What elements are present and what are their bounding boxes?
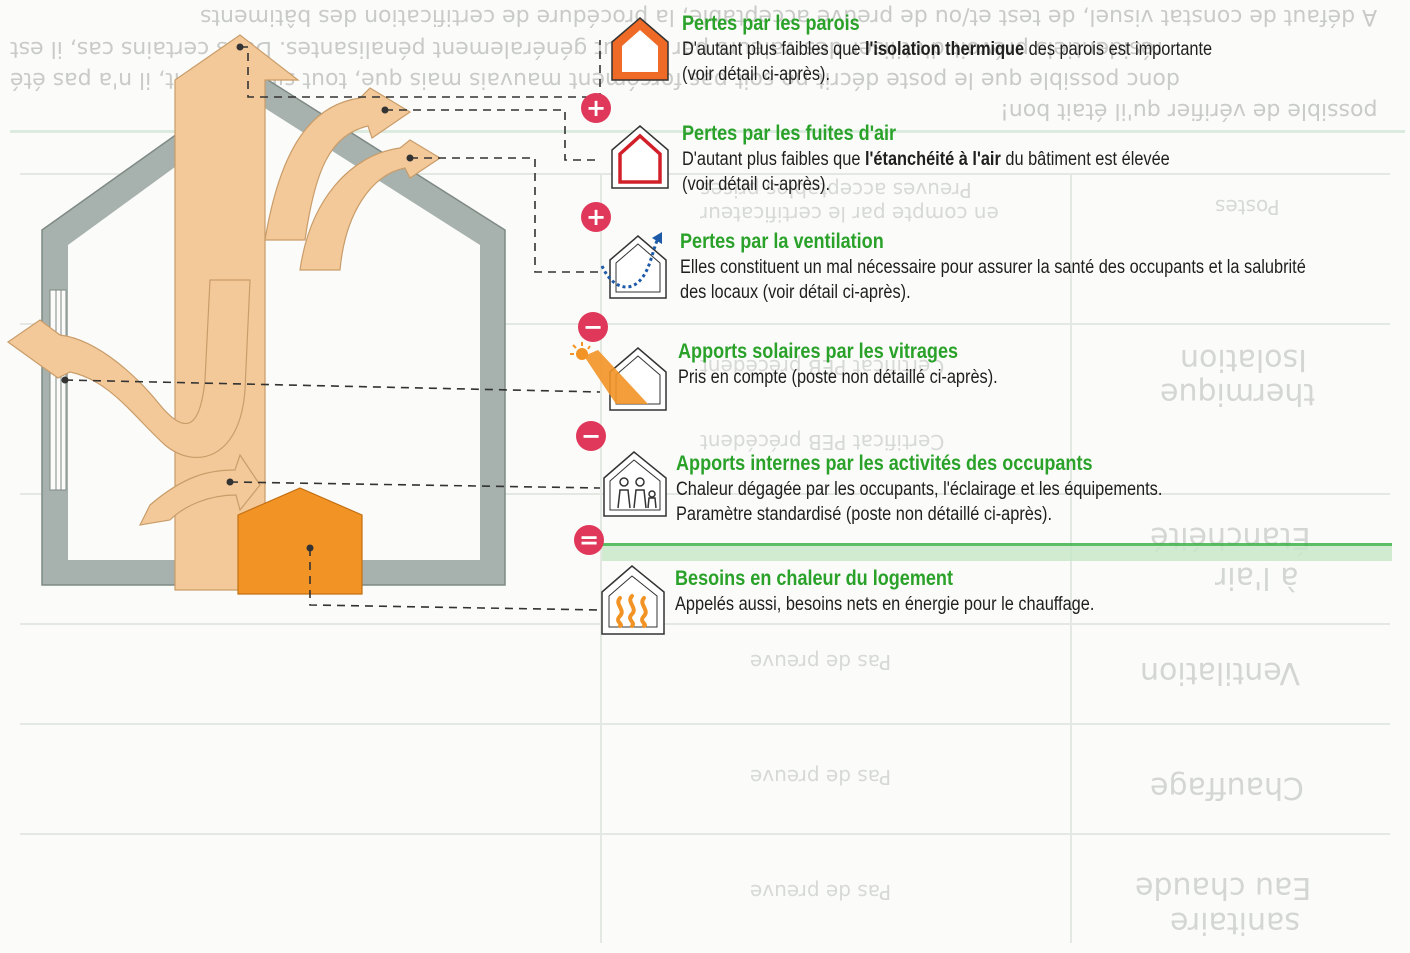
item-description-line2: des locaux (voir détail ci-après). <box>680 281 911 303</box>
desc-part: du bâtiment est élevée <box>1000 149 1170 171</box>
desc-emphasis: l'étanchéité à l'air <box>864 149 1001 171</box>
balance-separator-bar <box>602 543 1392 561</box>
heating-needs-block <box>237 487 363 595</box>
item-title: Besoins en chaleur du logement <box>675 567 953 590</box>
heat-flows <box>6 34 442 591</box>
item-description: D'autant plus faibles que l'isolation th… <box>682 39 1212 61</box>
item-description: Elles constituent un mal nécessaire pour… <box>680 257 1306 279</box>
desc-part: D'autant plus faibles que <box>682 149 865 171</box>
item-description: Pris en compte (poste non détaillé ci-ap… <box>678 367 998 389</box>
house-solar-icon <box>570 342 667 411</box>
item-title: Pertes par les fuites d'air <box>682 122 897 145</box>
item-solar-gains: Apports solaires par les vitrages Pris e… <box>678 340 1050 389</box>
plus-sign-1: + <box>581 93 611 123</box>
item-title: Pertes par la ventilation <box>680 230 884 253</box>
item-description: Appelés aussi, besoins nets en énergie p… <box>675 594 1095 616</box>
item-description-line2: Paramètre standardisé (poste non détaill… <box>676 503 1053 525</box>
item-ventilation-losses: Pertes par la ventilation Elles constitu… <box>680 230 1408 304</box>
item-internal-gains: Apports internes par les activités des o… <box>676 452 1242 526</box>
desc-part: D'autant plus faibles que <box>682 39 865 61</box>
house-heating-icon <box>601 565 665 635</box>
item-description-line2: (voir détail ci-après). <box>682 173 831 195</box>
item-title: Pertes par les parois <box>682 12 860 35</box>
item-description-line2: (voir détail ci-après). <box>682 63 831 85</box>
house-thick-wall-icon <box>611 17 669 81</box>
desc-emphasis: l'isolation thermique <box>864 39 1025 61</box>
house-occupants-icon <box>603 451 667 517</box>
house-airtight-icon <box>611 125 669 189</box>
desc-part: des parois est importante <box>1024 39 1213 61</box>
item-description: D'autant plus faibles que l'étanchéité à… <box>682 149 1170 171</box>
item-heating-needs: Besoins en chaleur du logement Appelés a… <box>675 567 1163 616</box>
item-description: Chaleur dégagée par les occupants, l'écl… <box>676 479 1163 501</box>
minus-sign-1: − <box>578 312 608 342</box>
item-title: Apports solaires par les vitrages <box>678 340 959 363</box>
house-walls <box>41 74 506 586</box>
leader-dots <box>61 43 414 552</box>
minus-sign-2: − <box>576 421 606 451</box>
item-wall-losses: Pertes par les parois D'autant plus faib… <box>682 12 1298 86</box>
plus-sign-2: + <box>581 202 611 232</box>
house-ventilation-icon <box>600 232 667 299</box>
equals-sign: = <box>574 525 604 555</box>
leader-lines <box>64 40 601 611</box>
item-title: Apports internes par les activités des o… <box>676 452 1093 475</box>
item-air-leak-losses: Pertes par les fuites d'air D'autant plu… <box>682 122 1249 196</box>
